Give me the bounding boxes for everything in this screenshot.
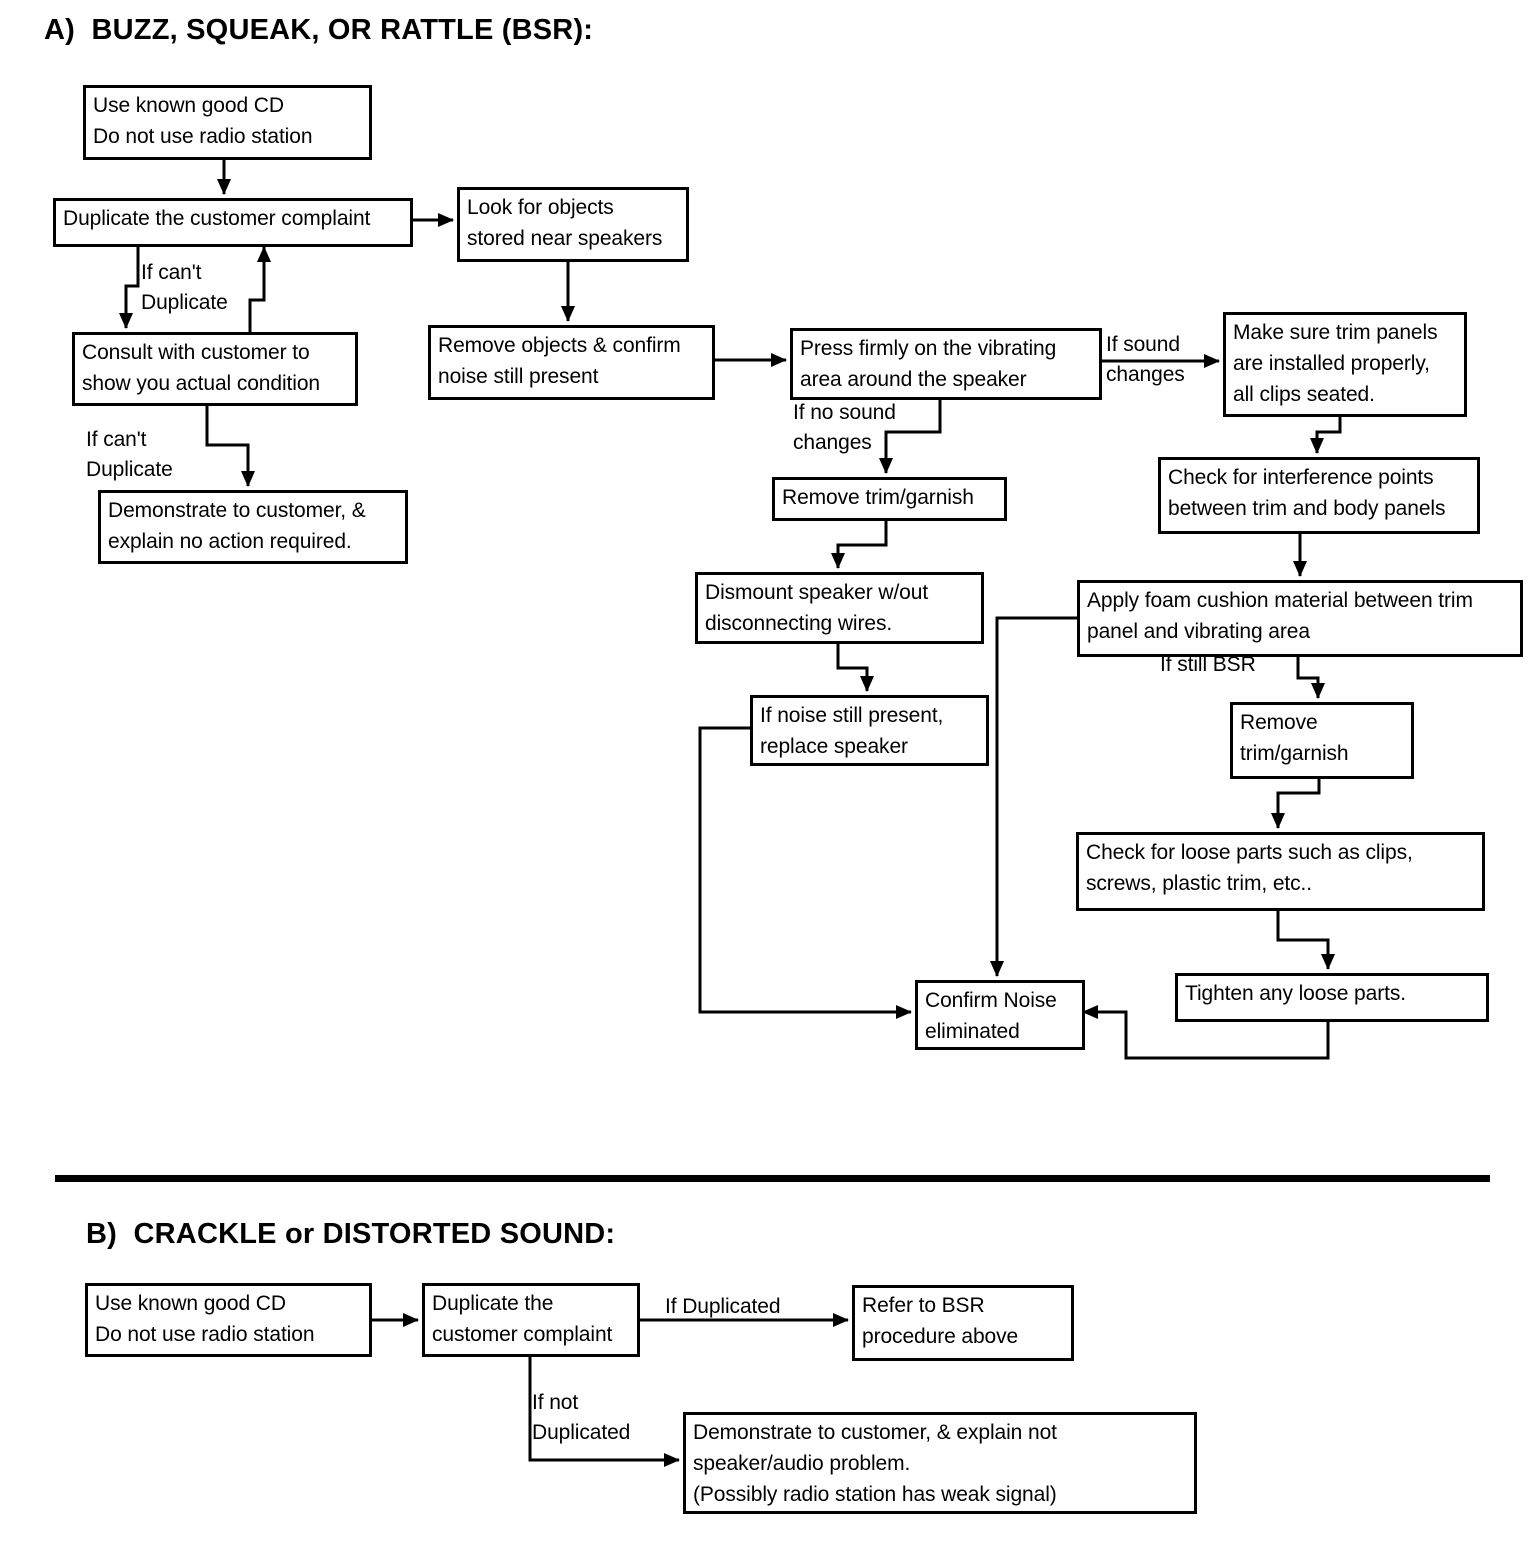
node-consult-customer: Consult with customer to show you actual… [72,332,358,406]
section-a-title: A) BUZZ, SQUEAK, OR RATTLE (BSR): [44,14,594,46]
label-if-cant-duplicate-1: If can't Duplicate [141,261,228,314]
label-if-cant-duplicate-2: If can't Duplicate [86,428,173,481]
node-demonstrate-not-speaker: Demonstrate to customer, & explain not s… [683,1412,1197,1514]
node-remove-objects: Remove objects & confirm noise still pre… [428,325,715,400]
edge-foam-removetrim2 [1296,653,1325,699]
node-remove-trim-garnish-1: Remove trim/garnish [772,477,1007,521]
section-divider [55,1175,1490,1182]
edge-pressfirmly-removetrim [879,396,942,474]
node-press-firmly: Press firmly on the vibrating area aroun… [790,328,1102,400]
node-confirm-noise-eliminated: Confirm Noise eliminated [915,980,1085,1050]
label-if-still-bsr: If still BSR [1160,653,1256,676]
node-tighten-loose-parts: Tighten any loose parts. [1175,973,1489,1022]
label-if-not-duplicated: If not Duplicated [532,1391,631,1444]
node-b-duplicate-complaint: Duplicate the customer complaint [422,1283,640,1357]
edge-consult-demonstrate [205,402,255,487]
label-if-sound-changes: If sound changes [1106,333,1185,386]
node-look-for-objects: Look for objects stored near speakers [457,187,689,262]
edge-removetrim-dismount [831,517,888,569]
node-refer-to-bsr: Refer to BSR procedure above [852,1285,1074,1361]
edge-foam-confirm [990,616,1077,977]
node-replace-speaker: If noise still present, replace speaker [750,695,989,766]
edge-b-duplicate-demonstrate [528,1353,680,1467]
edge-duplicate-consult [119,243,140,329]
label-if-duplicated: If Duplicated [665,1295,781,1318]
edge-dismount-replace [836,640,874,692]
edge-removetrim2-checkloose [1271,775,1321,829]
node-make-sure-trim-panels: Make sure trim panels are installed prop… [1223,312,1467,417]
node-use-known-good-cd: Use known good CD Do not use radio stati… [83,85,372,160]
section-b-title: B) CRACKLE or DISTORTED SOUND: [86,1218,616,1250]
node-remove-trim-garnish-2: Remove trim/garnish [1230,702,1414,779]
node-demonstrate-no-action: Demonstrate to customer, & explain no ac… [98,490,408,564]
node-check-loose-parts: Check for loose parts such as clips, scr… [1076,832,1485,911]
edge-makesure-interference [1310,411,1342,454]
edge-tighten-confirm [1082,1005,1330,1060]
node-check-interference: Check for interference points between tr… [1158,457,1480,534]
node-dismount-speaker: Dismount speaker w/out disconnecting wir… [695,572,984,644]
label-if-no-sound-changes: If no sound changes [793,401,896,454]
edge-replace-confirm [698,726,912,1019]
node-b-use-known-good-cd: Use known good CD Do not use radio stati… [85,1283,372,1357]
node-apply-foam-cushion: Apply foam cushion material between trim… [1077,580,1523,657]
edge-checkloose-tighten [1276,907,1335,970]
edge-consult-duplicate [248,246,271,332]
node-duplicate-complaint: Duplicate the customer complaint [53,198,413,247]
